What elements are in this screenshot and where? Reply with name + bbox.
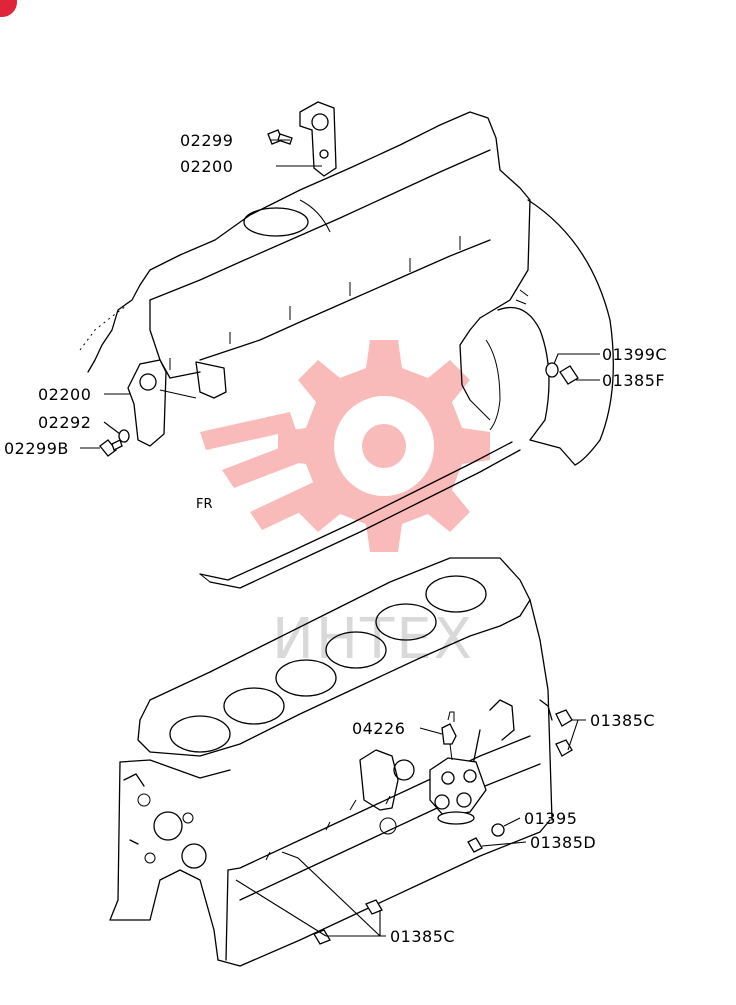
watermark-gear (200, 340, 490, 552)
label-fr: FR (196, 497, 213, 512)
cylinder-head-assembly (79, 111, 614, 589)
label-02200-left: 02200 (38, 385, 91, 404)
filter-head (429, 757, 487, 825)
label-01385C-right: 01385C (590, 711, 655, 730)
o-ring-01399C (545, 362, 559, 378)
plug-01385D (467, 837, 483, 853)
corner-badge (0, 0, 17, 17)
leader-lines (80, 139, 600, 937)
label-02299B: 02299B (4, 439, 69, 458)
washer-02292 (118, 429, 130, 443)
label-02200-top: 02200 (180, 157, 233, 176)
plug-01385F (559, 365, 579, 385)
watermark-text: ИНТЕХ (272, 607, 474, 672)
part-labels: 02299 02200 01399C 01385F 02200 02292 02… (4, 131, 667, 946)
label-04226: 04226 (352, 719, 405, 738)
plug-01385C-bottom-a (365, 899, 383, 915)
label-01385C-bottom: 01385C (390, 927, 455, 946)
plug-01385C-right-b (555, 739, 573, 757)
label-01399C: 01399C (602, 345, 667, 364)
left-bracket-02200 (127, 359, 197, 447)
label-01395: 01395 (524, 809, 577, 828)
bolt-02299B (99, 439, 123, 457)
sensor-04226 (441, 711, 457, 761)
label-02299: 02299 (180, 131, 233, 150)
plug-01385C-bottom-b (313, 929, 331, 945)
top-bracket-02200 (299, 101, 337, 177)
washer-01395 (491, 823, 505, 837)
plug-01385C-right-a (555, 709, 573, 727)
bolt-02299 (267, 129, 293, 145)
label-02292: 02292 (38, 413, 91, 432)
cylinder-block (109, 557, 553, 967)
label-01385D: 01385D (530, 833, 596, 852)
label-01385F: 01385F (602, 371, 665, 390)
